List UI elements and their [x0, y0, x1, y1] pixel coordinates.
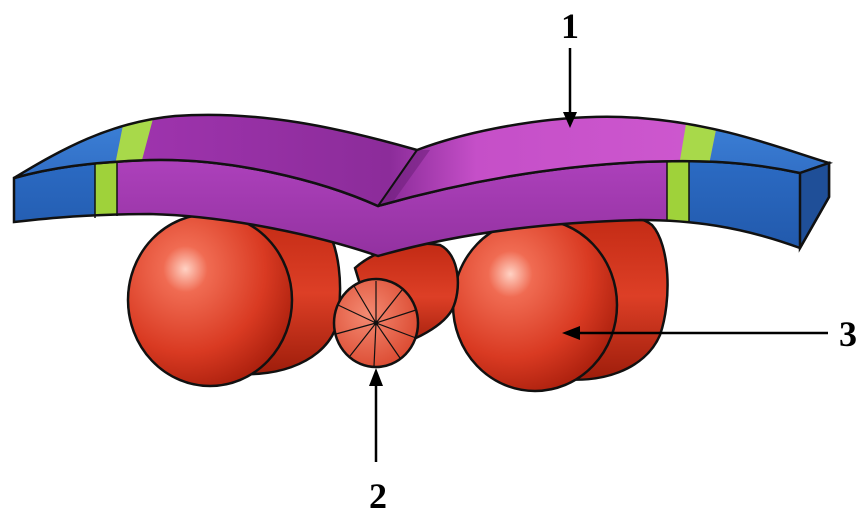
small-middle-cylinder — [334, 244, 458, 367]
label-2: 2 — [369, 476, 387, 516]
label-1: 1 — [561, 6, 579, 46]
arrow-1 — [563, 48, 577, 128]
left-large-cylinder — [128, 212, 340, 386]
right-large-cylinder — [453, 213, 668, 391]
arrow-2 — [369, 368, 383, 462]
label-3: 3 — [839, 314, 857, 354]
